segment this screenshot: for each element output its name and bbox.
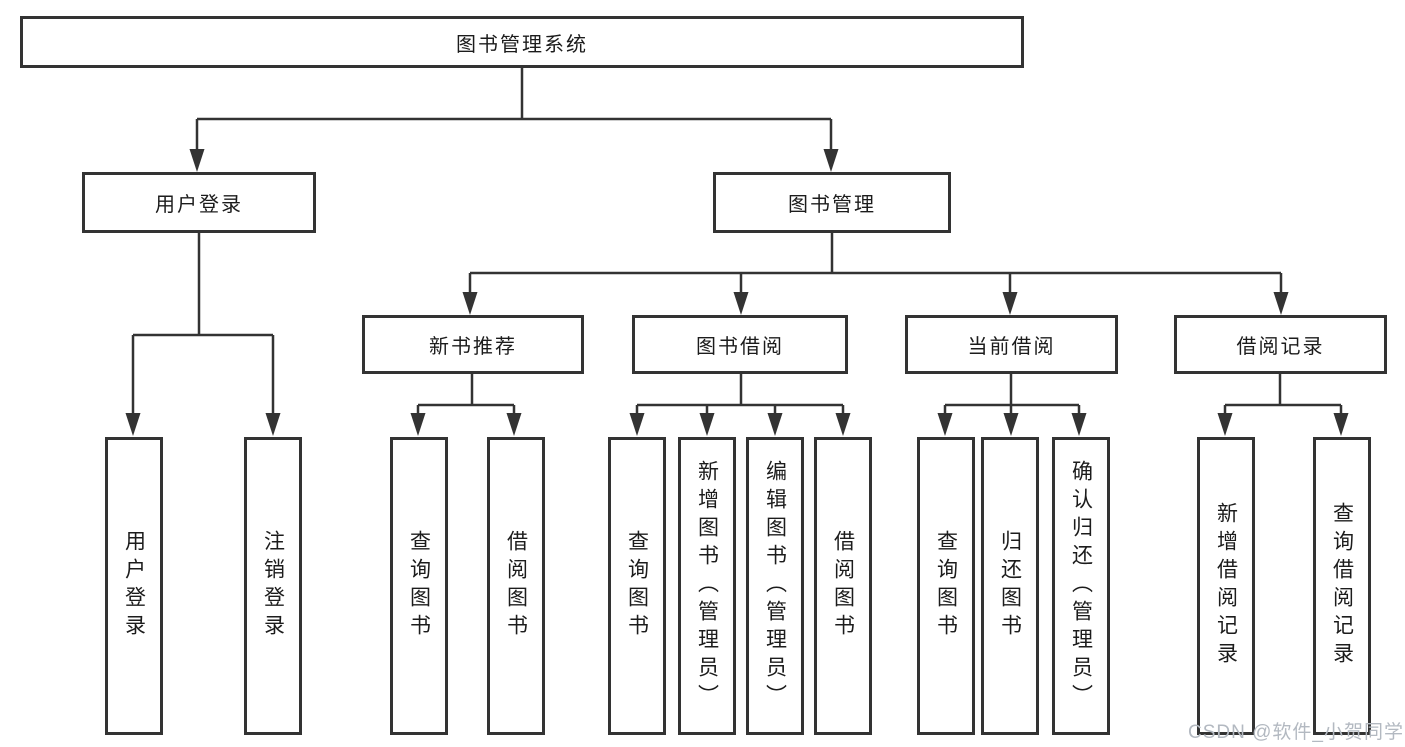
leaf-query-books-current: 查询图书: [917, 437, 975, 735]
leaf-add-book-admin-label: 新增图书（管理员）: [695, 460, 719, 712]
node-library-system: 图书管理系统: [20, 16, 1024, 68]
node-borrowing-records: 借阅记录: [1174, 315, 1387, 374]
leaf-borrow-books-borrowing-label: 借阅图书: [831, 530, 855, 642]
leaf-add-borrow-record-label: 新增借阅记录: [1214, 502, 1238, 670]
leaf-user-login-label: 用户登录: [122, 530, 146, 642]
node-book-borrowing-label: 图书借阅: [696, 336, 784, 358]
node-user-login-label: 用户登录: [155, 194, 243, 216]
leaf-query-books-recommend-label: 查询图书: [407, 530, 431, 642]
leaf-borrow-books-recommend: 借阅图书: [487, 437, 545, 735]
leaf-return-books: 归还图书: [981, 437, 1039, 735]
node-book-borrowing: 图书借阅: [632, 315, 848, 374]
leaf-logout-login: 注销登录: [244, 437, 302, 735]
leaf-query-books-borrowing-label: 查询图书: [625, 530, 649, 642]
node-borrowing-records-label: 借阅记录: [1236, 336, 1325, 358]
leaf-query-books-current-label: 查询图书: [934, 530, 958, 642]
leaf-query-borrow-record: 查询借阅记录: [1313, 437, 1371, 735]
leaf-user-login: 用户登录: [105, 437, 163, 735]
leaf-add-book-admin: 新增图书（管理员）: [678, 437, 736, 735]
leaf-edit-book-admin: 编辑图书（管理员）: [746, 437, 804, 735]
leaf-add-borrow-record: 新增借阅记录: [1197, 437, 1255, 735]
node-new-book-recommend-label: 新书推荐: [429, 336, 517, 358]
leaf-query-borrow-record-label: 查询借阅记录: [1330, 502, 1354, 670]
node-current-borrowing-label: 当前借阅: [967, 336, 1056, 358]
node-book-management: 图书管理: [713, 172, 951, 233]
leaf-borrow-books-borrowing: 借阅图书: [814, 437, 872, 735]
node-book-management-label: 图书管理: [788, 194, 876, 216]
node-new-book-recommend: 新书推荐: [362, 315, 584, 374]
leaf-query-books-borrowing: 查询图书: [608, 437, 666, 735]
leaf-logout-login-label: 注销登录: [261, 530, 285, 642]
node-user-login: 用户登录: [82, 172, 316, 233]
leaf-borrow-books-recommend-label: 借阅图书: [504, 530, 528, 642]
leaf-query-books-recommend: 查询图书: [390, 437, 448, 735]
leaf-return-books-label: 归还图书: [998, 530, 1022, 642]
node-current-borrowing: 当前借阅: [905, 315, 1118, 374]
leaf-confirm-return-admin: 确认归还（管理员）: [1052, 437, 1110, 735]
leaf-edit-book-admin-label: 编辑图书（管理员）: [763, 460, 787, 712]
node-library-system-label: 图书管理系统: [456, 33, 588, 56]
leaf-confirm-return-admin-label: 确认归还（管理员）: [1069, 460, 1093, 712]
csdn-watermark: CSDN @软件_小贺同学: [1188, 722, 1404, 743]
